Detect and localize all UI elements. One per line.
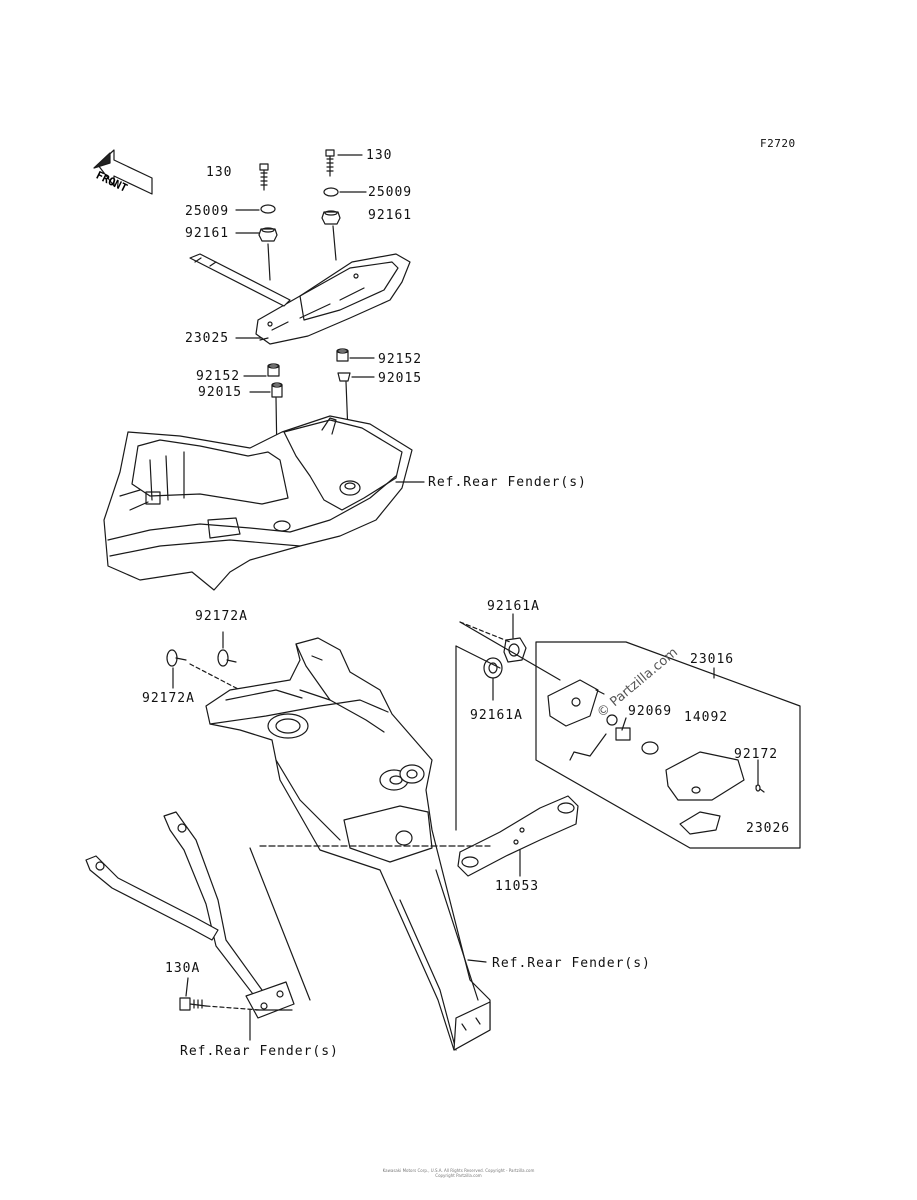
bolt-130A-icon	[179, 997, 207, 1011]
bolt-130-left-icon	[259, 163, 269, 191]
tail-light-cover-23025-icon	[189, 253, 411, 345]
footer-line-1: Kawasaki Motors Corp., U.S.A. All Rights…	[382, 1168, 535, 1173]
part-92172-label: 92172	[734, 747, 779, 762]
ref-rear-fender-mid-label: Ref.Rear Fender(s)	[492, 956, 651, 971]
part-23026-label: 23026	[746, 821, 791, 836]
part-92152-left-label: 92152	[196, 369, 241, 384]
part-92172A-bottom-label: 92172A	[142, 691, 195, 706]
collar-92152-right-icon	[336, 348, 349, 362]
collar-92015-right-icon	[337, 372, 351, 382]
screw-92172-icon	[755, 784, 765, 793]
part-92161-right-label: 92161	[368, 208, 413, 223]
part-11053-label: 11053	[495, 879, 540, 894]
license-light-housing-icon	[547, 679, 605, 727]
part-92161A-bottom-label: 92161A	[470, 708, 523, 723]
part-92152-right-label: 92152	[378, 352, 423, 367]
grommet-92161A-upper-icon	[503, 637, 527, 663]
grab-rail-bracket-icon	[85, 811, 295, 1019]
part-92015-right-label: 92015	[378, 371, 423, 386]
collar-92015-left-icon	[271, 382, 283, 398]
screw-92172A-right-icon	[217, 649, 237, 667]
part-130-right-label: 130	[366, 148, 393, 163]
socket-92069-icon	[569, 714, 631, 761]
screw-92172A-left-icon	[166, 649, 187, 667]
grommet-92161A-lower-icon	[483, 657, 503, 679]
part-92069-label: 92069	[628, 704, 673, 719]
part-92015-left-label: 92015	[198, 385, 243, 400]
front-arrow-icon	[93, 149, 153, 195]
rear-fender-lower-icon	[205, 637, 491, 1051]
collar-92152-left-icon	[267, 363, 280, 377]
copyright-footer: Kawasaki Motors Corp., U.S.A. All Rights…	[0, 1168, 917, 1178]
part-130-left-label: 130	[206, 165, 233, 180]
footer-line-2: Copyright Partzilla.com	[435, 1173, 482, 1178]
part-23016-label: 23016	[690, 652, 735, 667]
license-plate-stay-11053-icon	[457, 795, 579, 877]
part-92161-left-label: 92161	[185, 226, 230, 241]
rear-fender-upper-icon	[103, 415, 413, 591]
bolt-130-right-icon	[325, 149, 363, 177]
part-92172A-top-label: 92172A	[195, 609, 248, 624]
part-25009-right-label: 25009	[368, 185, 413, 200]
lens-23026-icon	[665, 751, 745, 835]
part-92161A-top-label: 92161A	[487, 599, 540, 614]
washer-25009-left-icon	[260, 204, 276, 214]
ref-rear-fender-top-label: Ref.Rear Fender(s)	[428, 475, 587, 490]
part-14092-label: 14092	[684, 710, 729, 725]
part-23025-label: 23025	[185, 331, 230, 346]
grommet-92161-right-icon	[321, 210, 341, 225]
diagram-code: F2720	[760, 137, 796, 150]
washer-25009-right-icon	[323, 187, 339, 197]
part-25009-left-label: 25009	[185, 204, 230, 219]
ref-rear-fender-bottom-label: Ref.Rear Fender(s)	[180, 1044, 339, 1059]
bulb-14092-icon	[641, 741, 659, 755]
grommet-92161-left-icon	[258, 227, 278, 242]
part-130A-label: 130A	[165, 961, 201, 976]
